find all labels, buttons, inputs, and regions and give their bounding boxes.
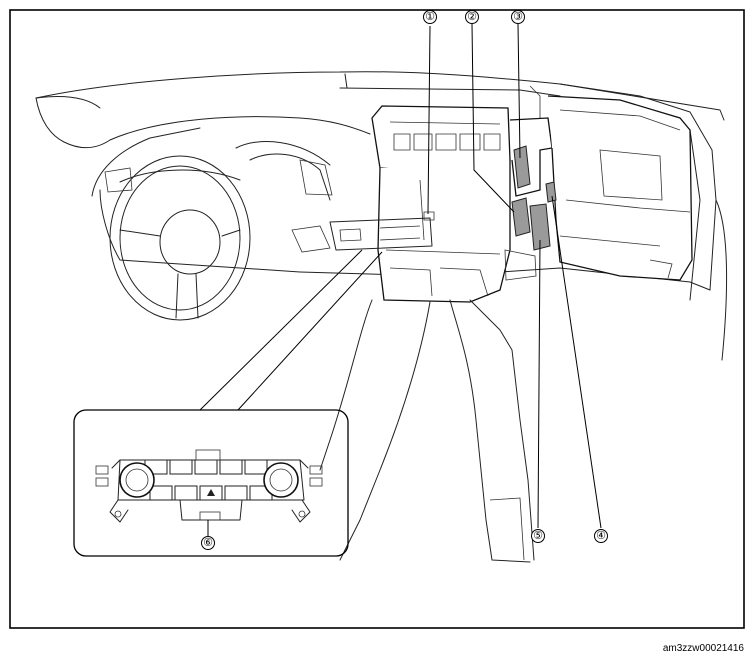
callout-2-circle — [465, 10, 479, 24]
callout-1-circle — [423, 10, 437, 24]
callout-3: ③ — [513, 11, 523, 23]
callouts: ① ② ③ ④ ⑤ ⑥ — [201, 10, 608, 550]
button-top-3 — [194, 459, 218, 475]
zoom-inset — [73, 249, 383, 557]
hvac-unit — [319, 85, 693, 563]
hazard-icon — [207, 489, 215, 496]
callout-4-circle — [594, 529, 608, 543]
button-top-5 — [244, 459, 268, 475]
right-knob — [263, 462, 299, 498]
component-5 — [529, 203, 551, 251]
callout-6-circle — [201, 536, 215, 550]
left-knob — [119, 462, 155, 498]
button-bottom-2 — [174, 485, 198, 501]
steering-wheel — [109, 140, 331, 321]
figure-code: am3zzw00021416 — [662, 643, 744, 654]
diagram-frame — [9, 9, 745, 629]
inset-frame — [73, 409, 349, 557]
component-1 — [423, 211, 435, 221]
climate-control-panel — [95, 449, 323, 523]
button-bottom-1 — [149, 485, 173, 501]
vents — [104, 159, 333, 253]
callout-6: ⑥ — [203, 537, 213, 549]
callout-4: ④ — [596, 530, 606, 542]
callout-1: ① — [425, 11, 435, 23]
button-top-4 — [219, 459, 243, 475]
dashboard-outline — [35, 71, 728, 361]
button-top-2 — [169, 459, 193, 475]
callout-5-circle — [531, 529, 545, 543]
components — [423, 145, 557, 251]
component-3 — [513, 145, 531, 189]
component-4 — [545, 181, 557, 203]
callout-5: ⑤ — [533, 530, 543, 542]
callout-2: ② — [467, 11, 477, 23]
component-2 — [511, 197, 531, 237]
callout-3-circle — [511, 10, 525, 24]
climate-panel-location — [329, 217, 433, 251]
button-bottom-4 — [224, 485, 248, 501]
